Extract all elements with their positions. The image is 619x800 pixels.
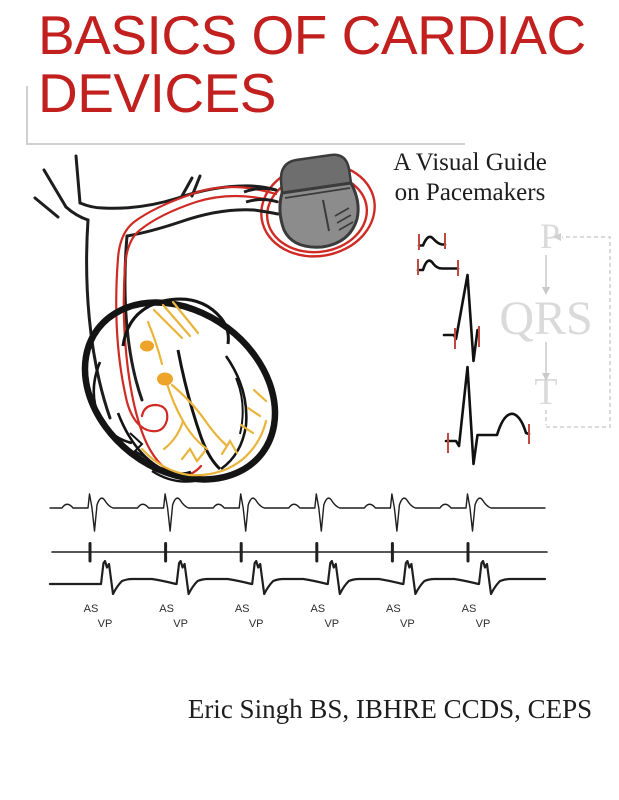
marker-annotation: VP <box>400 618 415 630</box>
conduction-system <box>140 300 268 477</box>
marker-annotation: VP <box>476 618 491 630</box>
node-highlights <box>140 340 173 386</box>
marker-annotation: AS <box>84 603 99 615</box>
pacemaker-device <box>243 153 360 249</box>
qrs-trace <box>442 273 479 363</box>
vessel-outline <box>33 154 280 420</box>
title-line-1: BASICS OF CARDIAC <box>38 4 586 66</box>
marker-annotation: AS <box>159 603 174 615</box>
waveform-samples <box>416 235 531 466</box>
pqrst-cycle-diagram: P QRS T <box>416 216 611 466</box>
marker-annotation: VP <box>324 618 339 630</box>
author-name: Eric Singh BS, IBHRE CCDS, CEPS <box>187 694 593 724</box>
rhythm-strip-svg: AS VP AS VP AS VP AS VP AS VP AS VP <box>48 493 548 630</box>
device-body <box>278 181 360 249</box>
subtitle-line-1: A Visual Guide <box>393 149 547 176</box>
book-title: BASICS OF CARDIAC DEVICES <box>38 6 586 122</box>
p-wave-trace <box>417 235 447 247</box>
title-frame-border <box>26 86 465 145</box>
subtitle-line-2: on Pacemakers <box>394 179 546 206</box>
marker-annotation: AS <box>386 603 401 615</box>
marker-annotation: AS <box>235 603 250 615</box>
p-wave-trace2 <box>416 259 460 272</box>
qrs-complex-label: QRS <box>499 292 592 345</box>
marker-annotation: AS <box>310 603 325 615</box>
t-wave-label: T <box>534 371 557 413</box>
cycle-arrows <box>542 255 550 381</box>
cycle-loop-dashed <box>545 236 611 428</box>
book-subtitle: A Visual Guide on Pacemakers <box>380 148 560 208</box>
caliper-marks <box>417 233 530 453</box>
ventricular-egm-trace <box>48 559 547 596</box>
loop-arrowhead <box>553 233 561 241</box>
marker-annotation: VP <box>98 618 113 630</box>
surface-ecg-trace <box>49 493 546 532</box>
marker-annotation: VP <box>249 618 264 630</box>
heart-pacemaker-illustration <box>33 153 376 483</box>
marker-annotation: AS <box>462 603 477 615</box>
device-header <box>279 153 353 195</box>
marker-annotation: VP <box>173 618 188 630</box>
p-wave-label: P <box>540 216 560 256</box>
title-line-2: DEVICES <box>38 62 276 124</box>
qrs-t-trace <box>444 365 531 466</box>
